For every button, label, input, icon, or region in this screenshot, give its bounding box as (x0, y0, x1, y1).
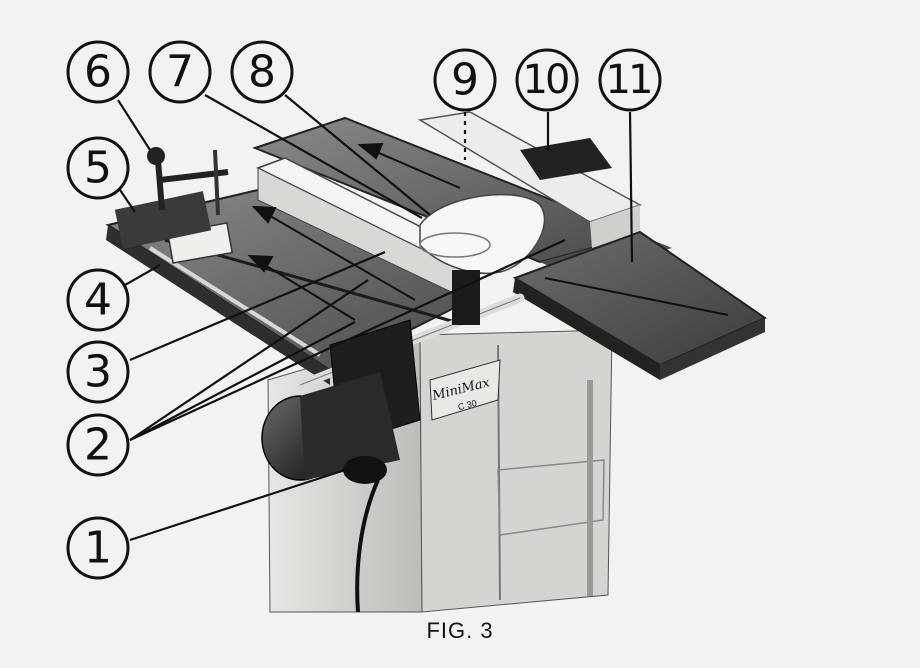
cabinet-drawer (497, 459, 605, 536)
fence-bracket (520, 138, 612, 180)
arrow-head-1-icon (357, 142, 384, 160)
callout-8-label: 8 (248, 47, 276, 98)
motor (261, 372, 400, 613)
callout-6-label: 6 (84, 47, 112, 98)
power-cable (355, 479, 380, 613)
leader-lines (117, 94, 634, 542)
leader-2c (129, 239, 566, 441)
hold-down-clamp (114, 147, 229, 249)
callout-11: 11 (598, 48, 662, 112)
callout-4: 4 (66, 268, 130, 332)
callout-9-label: 9 (451, 55, 479, 106)
callout-5: 5 (66, 136, 130, 200)
leader-11 (628, 111, 634, 263)
callout-2: 2 (66, 413, 130, 477)
leader-1 (129, 468, 346, 542)
leader-2b (129, 279, 369, 441)
arrow-head-3-icon (247, 254, 274, 273)
direction-arrows (247, 142, 461, 321)
callout-3-label: 3 (84, 347, 112, 398)
callout-1: 1 (66, 516, 130, 580)
callout-5-label: 5 (84, 143, 112, 194)
callouts: 1 2 3 4 5 6 7 8 (66, 40, 662, 580)
callout-11-label: 11 (606, 57, 651, 103)
leader-2a (129, 321, 356, 441)
leader-7 (204, 94, 423, 219)
figure-caption: FIG. 3 (426, 618, 494, 643)
clamp-knob-icon (147, 147, 165, 165)
callout-7: 7 (148, 40, 212, 104)
leader-6 (117, 99, 151, 151)
callout-9: 9 (433, 48, 497, 112)
fence-lock (452, 270, 480, 325)
callout-6: 6 (66, 40, 130, 104)
callout-1-label: 1 (84, 523, 112, 574)
blade-guard (419, 193, 546, 274)
callout-7-label: 7 (166, 47, 194, 98)
leader-8 (284, 94, 431, 216)
planer-fence (417, 111, 642, 248)
extension-table (512, 230, 768, 380)
sliding-rail (148, 246, 322, 357)
arrow-head-2-icon (251, 205, 277, 224)
callout-10: 10 (515, 48, 579, 112)
callout-2-label: 2 (84, 420, 112, 471)
model-text: C 30 (457, 398, 478, 412)
leader-4 (124, 264, 161, 286)
callout-4-label: 4 (84, 275, 112, 326)
callout-8: 8 (230, 40, 294, 104)
callout-3: 3 (66, 340, 130, 404)
leader-5 (119, 189, 136, 213)
callout-10-label: 10 (523, 57, 568, 103)
leader-3 (129, 250, 386, 362)
